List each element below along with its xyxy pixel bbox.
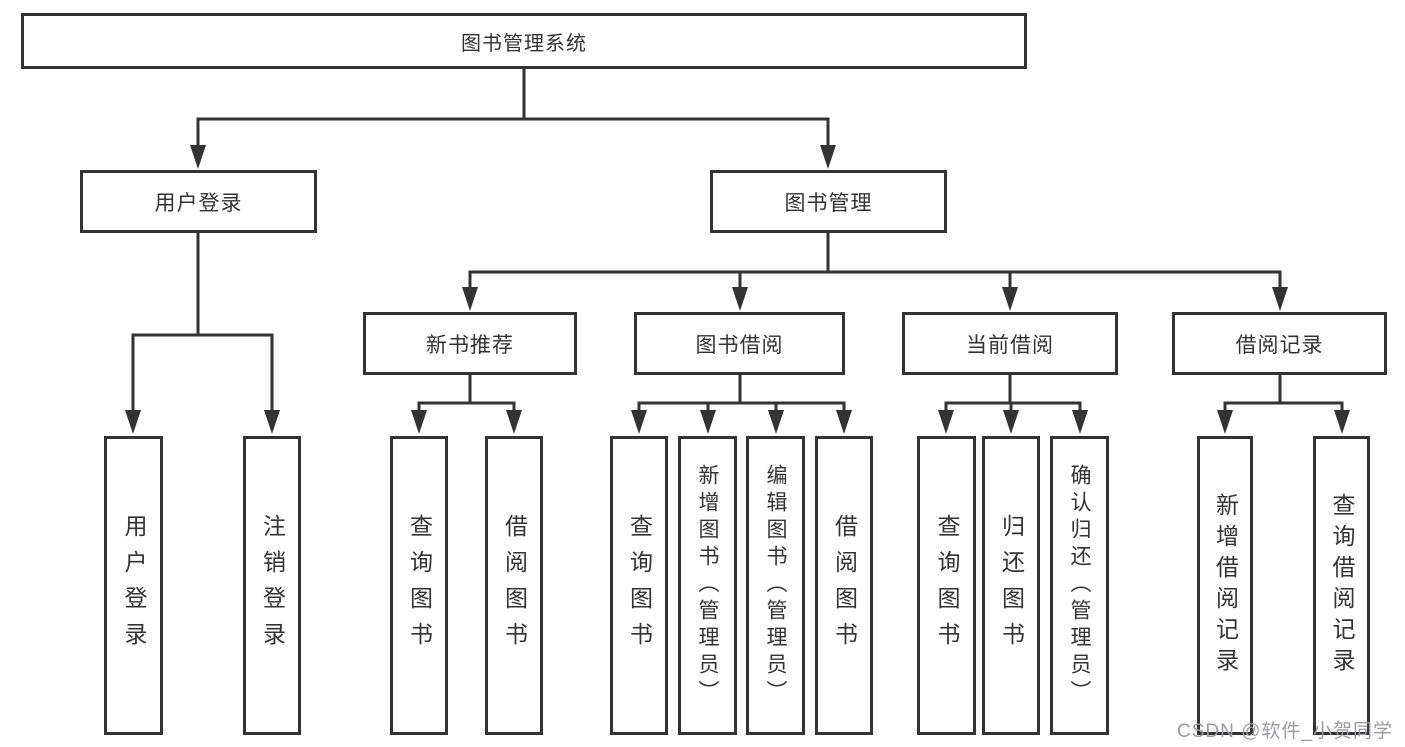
- leaf-edit-book-admin: 编辑图书（管理员）: [746, 436, 805, 735]
- connector-book-borrow-to-leaves: [631, 373, 852, 434]
- node-user-login-group: 用户登录: [80, 170, 317, 233]
- leaf-add-book-admin-label: 新增图书（管理员）: [696, 464, 719, 707]
- leaf-confirm-return-admin-label: 确认归还（管理员）: [1068, 464, 1091, 707]
- leaf-borrow-book-recommend: 借阅图书: [485, 436, 543, 735]
- leaf-logout-label: 注销登录: [259, 513, 286, 658]
- leaf-user-login: 用户登录: [104, 436, 163, 735]
- leaf-borrow-book-recommend-label: 借阅图书: [501, 513, 528, 658]
- node-borrow-records: 借阅记录: [1172, 312, 1387, 375]
- node-root-system-label: 图书管理系统: [461, 32, 587, 55]
- node-book-borrow: 图书借阅: [634, 312, 845, 375]
- node-book-management-label: 图书管理: [784, 191, 873, 215]
- connector-user-login-to-leaves: [125, 231, 280, 434]
- connector-borrow-records-to-leaves: [1217, 373, 1350, 434]
- leaf-borrow-book-label: 借阅图书: [831, 513, 858, 658]
- leaf-confirm-return-admin: 确认归还（管理员）: [1050, 436, 1109, 735]
- leaf-query-book-borrow-label: 查询图书: [626, 513, 653, 658]
- connector-new-book-recommend-to-leaves: [411, 373, 522, 434]
- leaf-add-borrow-record: 新增借阅记录: [1197, 436, 1253, 735]
- leaf-return-book: 归还图书: [982, 436, 1040, 735]
- connector-current-borrow-to-leaves: [938, 373, 1088, 434]
- leaf-edit-book-admin-label: 编辑图书（管理员）: [764, 464, 787, 707]
- leaf-borrow-book: 借阅图书: [815, 436, 873, 735]
- connector-book-management-to-sections: [462, 231, 1288, 311]
- leaf-query-book-borrow: 查询图书: [610, 436, 668, 735]
- node-borrow-records-label: 借阅记录: [1235, 333, 1324, 357]
- leaf-query-book-current-label: 查询图书: [934, 513, 960, 658]
- node-current-borrow-label: 当前借阅: [966, 333, 1054, 357]
- node-book-borrow-label: 图书借阅: [695, 333, 784, 357]
- leaf-query-book-recommend: 查询图书: [390, 436, 448, 735]
- node-root-system: 图书管理系统: [21, 13, 1027, 69]
- leaf-query-book-current: 查询图书: [917, 436, 976, 735]
- leaf-query-borrow-record-label: 查询借阅记录: [1329, 492, 1355, 679]
- node-user-login-group-label: 用户登录: [154, 191, 243, 215]
- connector-root-to-level2: [190, 67, 836, 169]
- csdn-watermark: CSDN @软件_小贺同学: [1177, 721, 1393, 742]
- leaf-add-borrow-record-label: 新增借阅记录: [1212, 492, 1239, 679]
- leaf-logout: 注销登录: [243, 436, 301, 735]
- leaf-query-book-recommend-label: 查询图书: [406, 513, 433, 658]
- node-new-book-recommend: 新书推荐: [363, 312, 577, 375]
- node-new-book-recommend-label: 新书推荐: [426, 333, 514, 357]
- leaf-return-book-label: 归还图书: [998, 513, 1025, 658]
- node-current-borrow: 当前借阅: [902, 312, 1118, 375]
- leaf-add-book-admin: 新增图书（管理员）: [678, 436, 737, 735]
- node-book-management: 图书管理: [710, 170, 947, 233]
- leaf-query-borrow-record: 查询借阅记录: [1313, 436, 1370, 735]
- leaf-user-login-label: 用户登录: [121, 513, 147, 658]
